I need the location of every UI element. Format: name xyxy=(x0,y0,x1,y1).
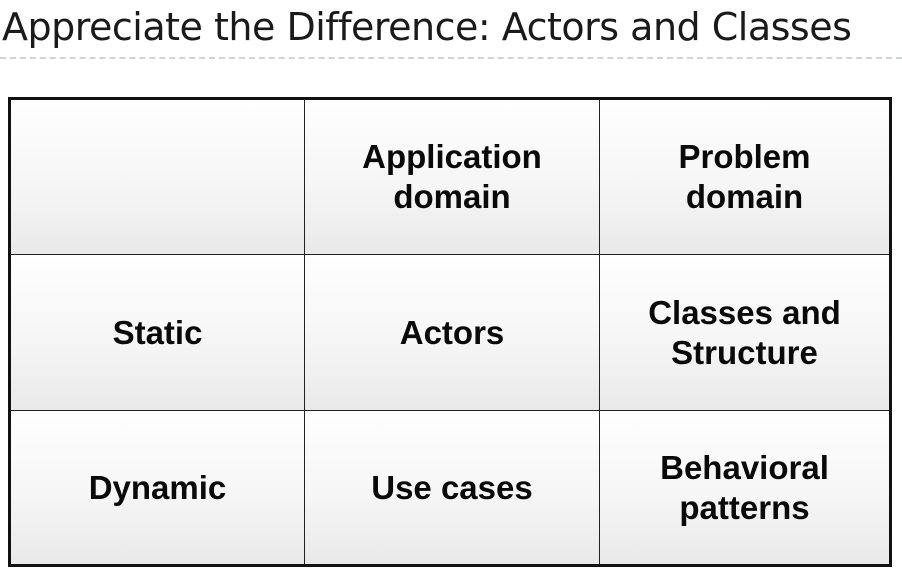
row-header-static: Static xyxy=(11,255,305,411)
row-header-label: Dynamic xyxy=(88,468,227,506)
row-header-dynamic: Dynamic xyxy=(11,411,305,564)
table-cell-static-application: Actors xyxy=(305,255,600,411)
cell-text: Classes and Structure xyxy=(648,293,841,371)
table-cell-static-problem: Classes and Structure xyxy=(600,255,889,411)
column-header-label: Application domain xyxy=(362,138,542,215)
cell-text: Actors xyxy=(399,313,505,351)
column-header-label: Problem domain xyxy=(678,138,811,215)
table-cell-dynamic-problem: Behavioral patterns xyxy=(600,411,889,564)
column-header-application-domain: Application domain xyxy=(305,100,600,255)
table-corner-cell xyxy=(11,100,305,255)
cell-text: Use cases xyxy=(371,468,533,506)
cell-text: Behavioral patterns xyxy=(660,448,829,526)
row-header-label: Static xyxy=(112,313,203,351)
slide-title: Appreciate the Difference: Actors and Cl… xyxy=(2,5,852,49)
title-divider xyxy=(0,57,902,59)
column-header-problem-domain: Problem domain xyxy=(600,100,889,255)
table-cell-dynamic-application: Use cases xyxy=(305,411,600,564)
comparison-table: Application domain Problem domain Static… xyxy=(8,97,892,567)
